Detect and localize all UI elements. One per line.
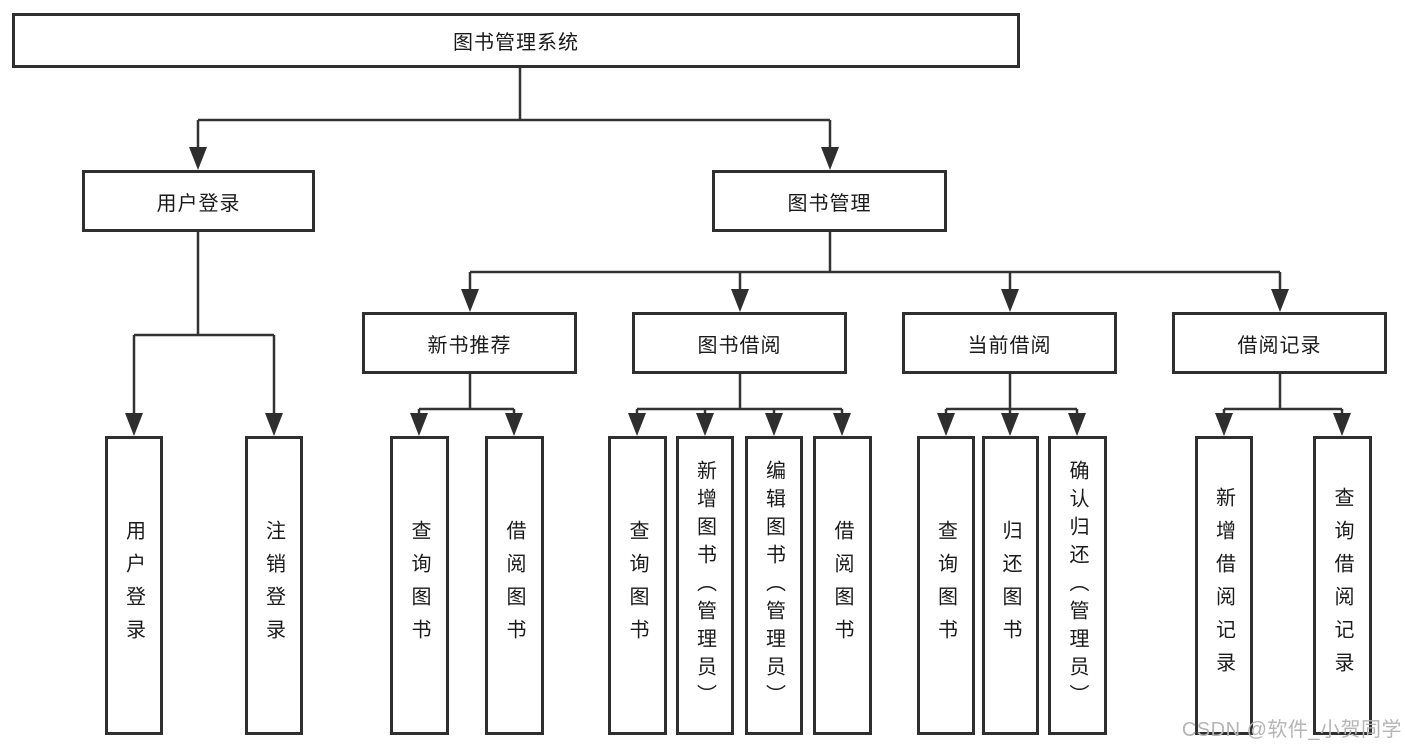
arrowhead xyxy=(461,289,479,312)
connector-current-borrowing xyxy=(944,374,1079,422)
arrowhead xyxy=(189,147,207,170)
arrowhead xyxy=(765,413,783,436)
leaf-add-books-admin: 新增图书（管理员） xyxy=(676,436,734,735)
arrowhead xyxy=(505,413,523,436)
leaf-user-login: 用户登录 xyxy=(105,436,163,735)
arrowhead xyxy=(731,289,749,312)
leaf-confirm-return-admin: 确认归还（管理员） xyxy=(1048,436,1107,735)
connector-book-borrowing xyxy=(635,374,844,422)
leaf-borrow-books-borrowing: 借阅图书 xyxy=(813,436,872,735)
arrowhead xyxy=(628,413,646,436)
arrowhead xyxy=(1271,289,1289,312)
node-user-login: 用户登录 xyxy=(82,170,315,232)
arrowhead xyxy=(1333,413,1351,436)
leaf-return-books: 归还图书 xyxy=(982,436,1039,735)
arrowhead xyxy=(1215,413,1233,436)
arrowhead xyxy=(1001,289,1019,312)
connector-borrowing-records xyxy=(1222,374,1344,422)
arrowhead xyxy=(1001,413,1019,436)
connector-new-book-recommendation xyxy=(417,374,516,422)
leaf-edit-books-admin: 编辑图书（管理员） xyxy=(745,436,803,735)
arrowhead xyxy=(265,413,283,436)
arrowhead xyxy=(696,413,714,436)
node-new-book-recommendation: 新书推荐 xyxy=(362,312,577,374)
leaf-add-borrow-record: 新增借阅记录 xyxy=(1195,436,1253,735)
arrowhead xyxy=(410,413,428,436)
leaf-query-borrow-record: 查询借阅记录 xyxy=(1313,436,1372,735)
leaf-logout-login: 注销登录 xyxy=(245,436,303,735)
node-library-management-system: 图书管理系统 xyxy=(12,13,1020,68)
node-borrowing-records: 借阅记录 xyxy=(1172,312,1387,374)
arrowhead xyxy=(833,413,851,436)
arrowhead xyxy=(125,413,143,436)
leaf-borrow-books-recommendation: 借阅图书 xyxy=(485,436,544,735)
node-current-borrowing: 当前借阅 xyxy=(902,312,1117,374)
connector-root xyxy=(196,68,832,152)
leaf-query-books-recommendation: 查询图书 xyxy=(390,436,449,735)
node-book-management: 图书管理 xyxy=(712,170,947,232)
arrowhead xyxy=(1068,413,1086,436)
connector-user-login xyxy=(132,232,276,418)
arrowhead xyxy=(821,147,839,170)
arrowhead xyxy=(937,413,955,436)
csdn-watermark: CSDN @软件_小贺同学 xyxy=(1181,719,1402,741)
node-book-borrowing: 图书借阅 xyxy=(632,312,847,374)
leaf-query-books-borrowing: 查询图书 xyxy=(608,436,667,735)
leaf-query-books-current: 查询图书 xyxy=(917,436,975,735)
connector-book-management xyxy=(468,232,1282,296)
